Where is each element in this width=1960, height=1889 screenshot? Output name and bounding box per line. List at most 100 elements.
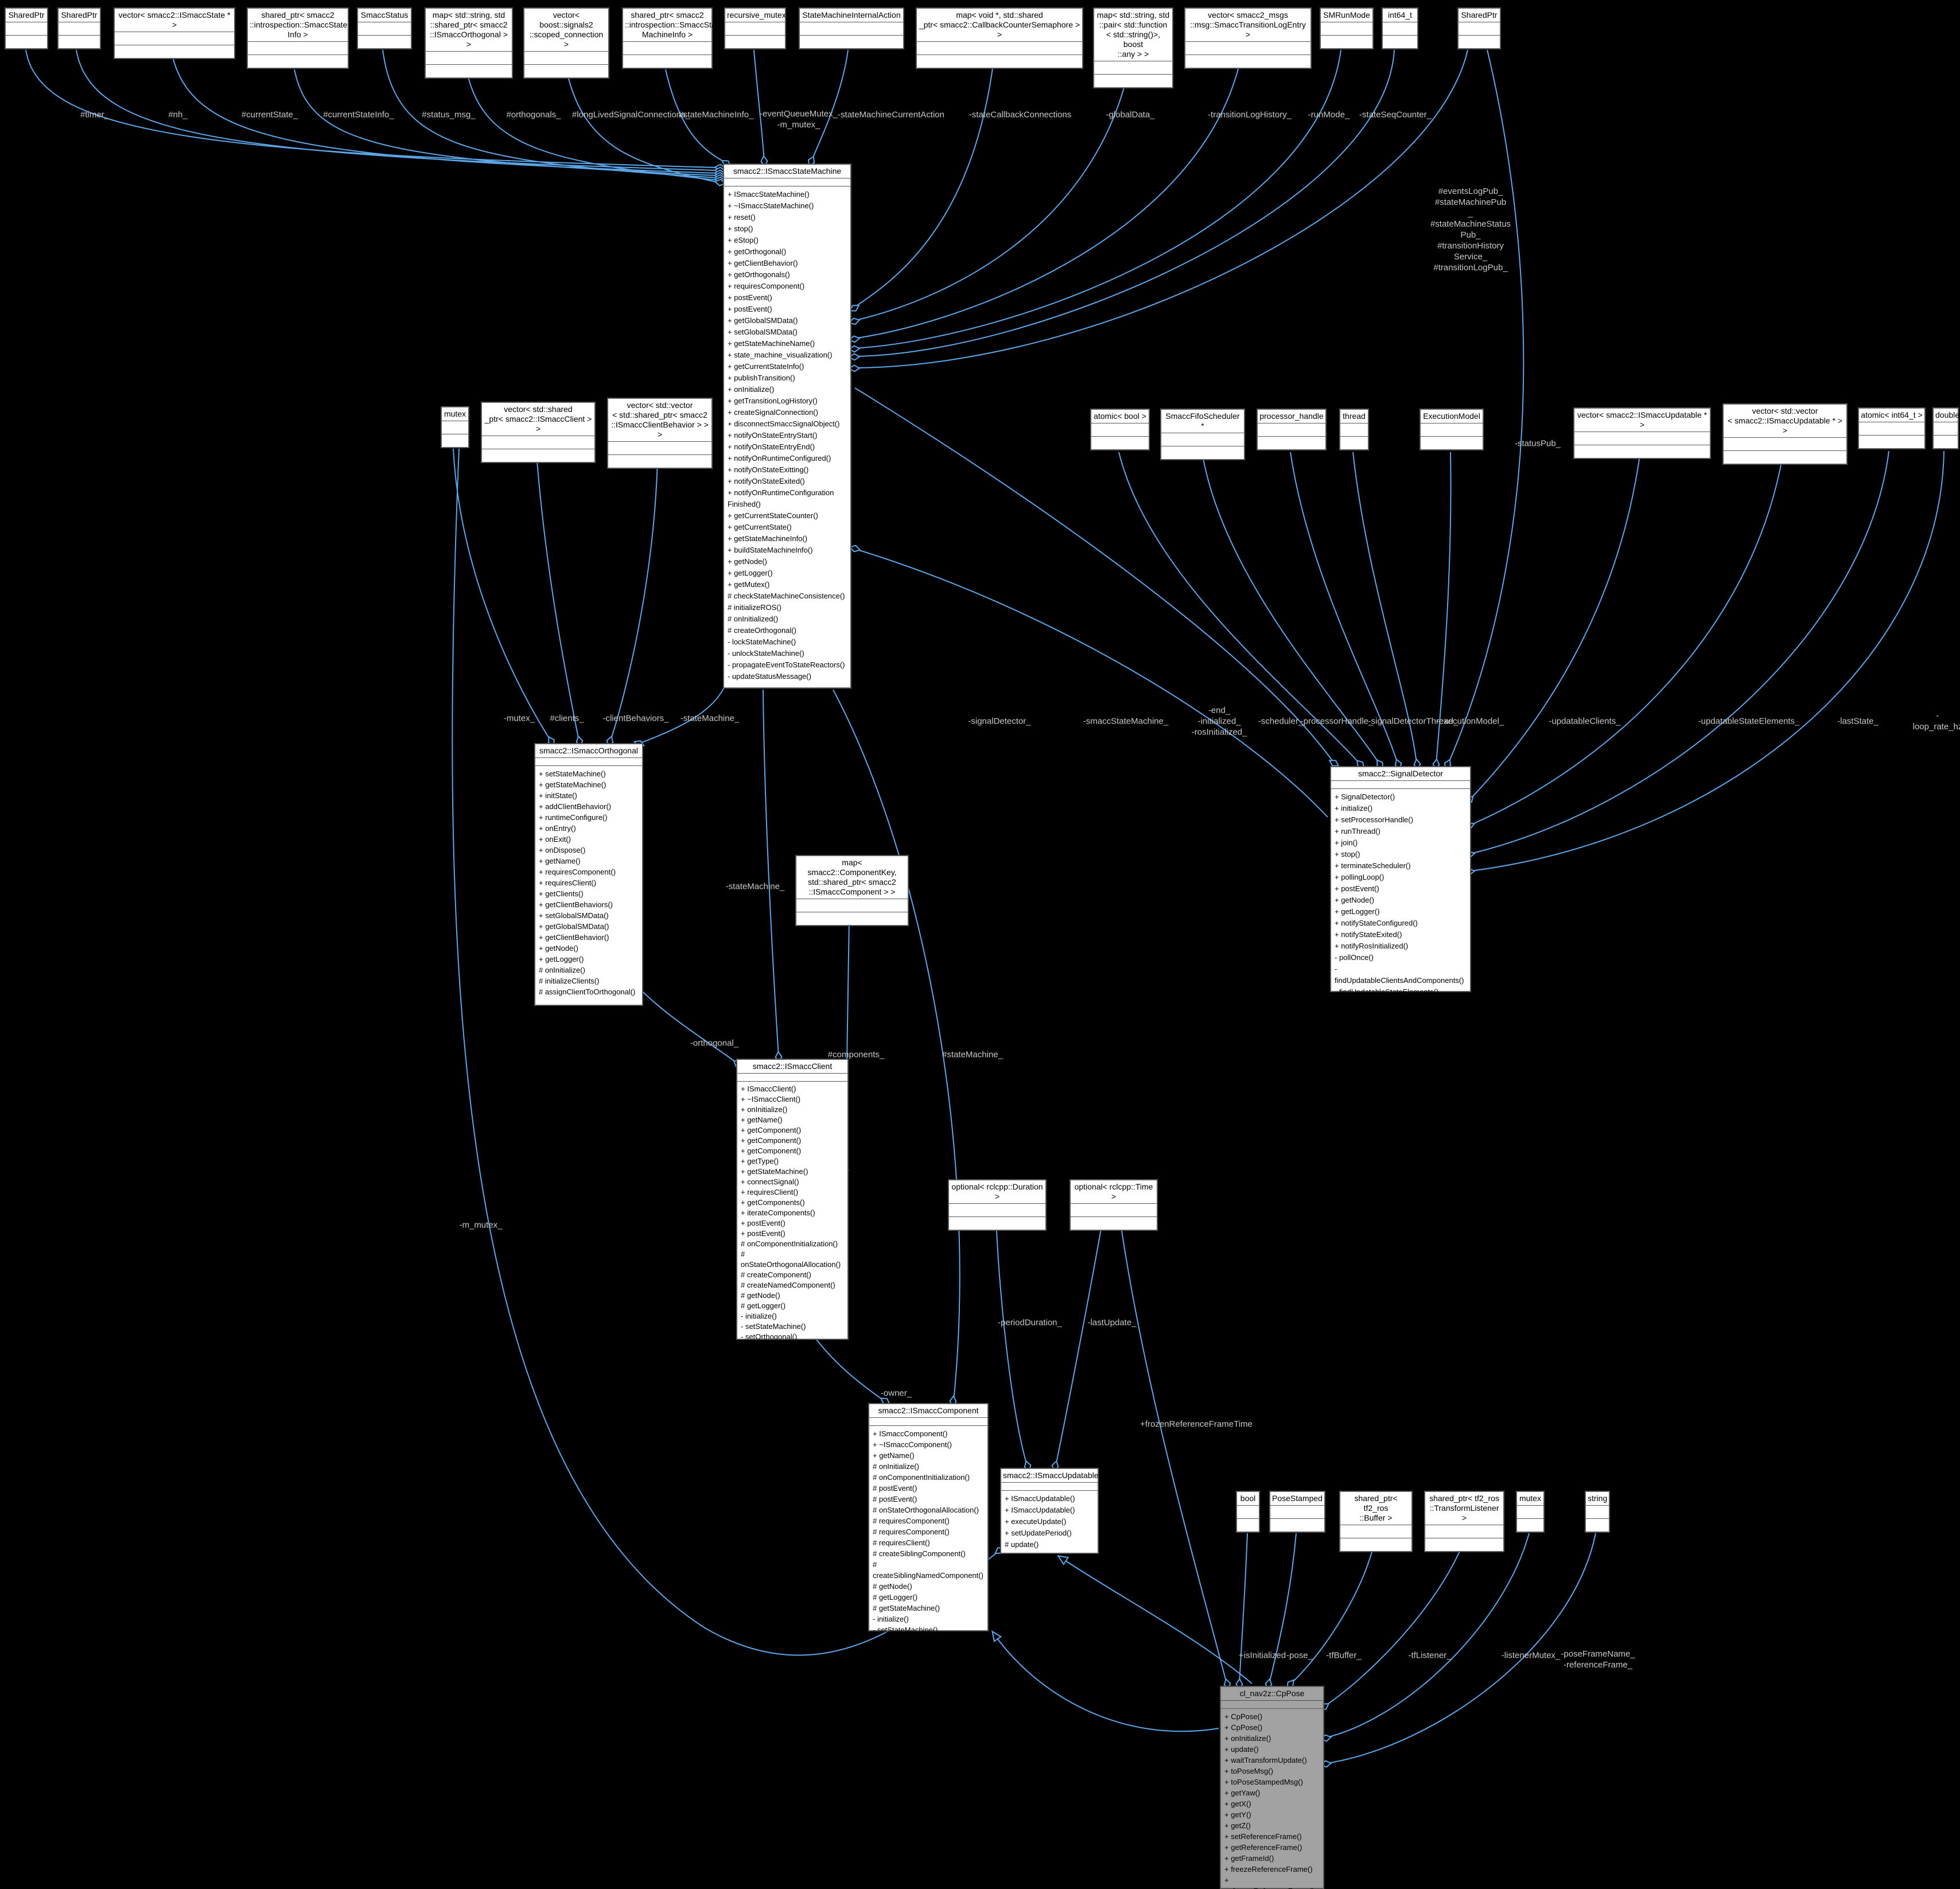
method-row: + ISmaccClient() — [741, 1085, 796, 1093]
method-row: - initialize() — [873, 1615, 909, 1623]
method-row: + requiresComponent() — [728, 282, 805, 290]
class-box-smacc2-ismaccorthogonal[interactable]: smacc2::ISmaccOrthogonal+ setStateMachin… — [534, 743, 643, 1006]
methods-compartment — [1459, 36, 1500, 48]
edge-label: -tfListener_ — [1408, 1650, 1452, 1661]
method-row: + SignalDetector() — [1335, 792, 1395, 801]
class-box-smacc2-signaldetector[interactable]: smacc2::SignalDetector+ SignalDetector()… — [1330, 766, 1471, 996]
attributes-compartment — [1517, 1506, 1543, 1519]
edge-label: -stateMachineCurrentAction — [838, 110, 944, 120]
method-row: + postEvent() — [728, 293, 772, 302]
edge-label: -stateCallbackConnections — [969, 110, 1072, 120]
edge-label: #stateMachineInfo_ — [678, 110, 754, 120]
edge-label: -scheduler_ — [1258, 716, 1304, 726]
class-title: vector< std::vector < std::shared_ptr< s… — [608, 399, 711, 442]
class-box-smacc2-ismaccstatemachine[interactable]: smacc2::ISmaccStateMachine+ ISmaccStateM… — [723, 164, 851, 689]
attributes-compartment — [796, 899, 908, 912]
method-row: # requiresClient() — [873, 1538, 930, 1547]
class-title: SmaccFifoScheduler * — [1161, 410, 1244, 433]
method-row: + getComponents() — [741, 1198, 805, 1207]
method-row: + onEntry() — [539, 824, 576, 833]
class-box-smacc2-ismacccomponent[interactable]: smacc2::ISmaccComponent+ ISmaccComponent… — [868, 1403, 989, 1634]
class-box-mutex-orthogonal: mutex — [441, 406, 469, 448]
class-box-sharedptr-tf2-buffer: shared_ptr< tf2_ros ::Buffer > — [1339, 1491, 1413, 1552]
class-box-smacc2-ismaccupdatable[interactable]: smacc2::ISmaccUpdatable+ ISmaccUpdatable… — [1000, 1468, 1099, 1554]
class-title: SharedPtr — [6, 9, 47, 22]
method-row: + CpPose() — [1224, 1723, 1263, 1732]
class-box-vector-ismaccclient: vector< std::shared _ptr< smacc2::ISmacc… — [481, 402, 596, 463]
attributes-compartment — [1071, 1204, 1157, 1217]
class-title: optional< rclcpp::Time > — [1071, 1180, 1157, 1204]
method-row: + join() — [1335, 838, 1358, 847]
class-box-processor-handle: processor_handle — [1257, 409, 1327, 450]
class-title: bool — [1237, 1492, 1259, 1506]
methods-compartment — [1340, 437, 1368, 449]
class-box-int64-t: int64_t — [1382, 7, 1418, 49]
method-row: + notifyRosInitialized() — [1335, 942, 1409, 950]
attributes-compartment — [1340, 423, 1368, 437]
method-row: + notifyOnStateEntryStart() — [728, 431, 818, 440]
method-row: # createNamedComponent() — [741, 1281, 835, 1289]
method-row: + notifyOnStateEntryEnd() — [728, 442, 815, 451]
class-box-mutex-listener: mutex — [1516, 1491, 1545, 1533]
method-row: + onExit() — [539, 835, 571, 844]
class-box-sharedptr-timer: SharedPtr — [5, 7, 48, 49]
class-box-cl-nav2z-cppose[interactable]: cl_nav2z::CpPose+ CpPose()+ CpPose()+ on… — [1220, 1686, 1324, 1889]
method-row: - lockStateMachine() — [728, 638, 796, 646]
method-row: + notifyStateExited() — [1335, 930, 1402, 939]
method-row: + requiresClient() — [741, 1188, 799, 1196]
methods-compartment — [1258, 437, 1325, 449]
class-box-smacc2-ismaccclient[interactable]: smacc2::ISmaccClient+ ISmaccClient()+ ~I… — [736, 1059, 849, 1341]
attributes-compartment — [1237, 1506, 1259, 1519]
class-title: PoseStamped — [1270, 1492, 1324, 1506]
method-row: + notifyOnStateExited() — [728, 477, 805, 485]
method-row: + onInitialize() — [741, 1105, 788, 1114]
class-title: thread — [1340, 410, 1368, 423]
method-row: # onInitialized() — [728, 615, 779, 623]
edge-label: -smaccStateMachine_ — [1083, 716, 1169, 726]
method-row: # update() — [1005, 1540, 1039, 1549]
method-row: + ~ISmaccComponent() — [873, 1440, 952, 1449]
edge-label: +frozenReferenceFrameTime — [1140, 1419, 1253, 1429]
class-title: mutex — [442, 407, 468, 421]
edge-label: #eventsLogPub_ #stateMachinePub _ #state… — [1430, 186, 1511, 273]
method-row: + getLogger() — [1335, 907, 1380, 916]
method-row: + getZ() — [1224, 1821, 1251, 1830]
attributes-compartment — [6, 22, 47, 36]
class-box-sharedptr-smaccstatemachineinfo: shared_ptr< smacc2 ::introspection::Smac… — [622, 7, 722, 69]
methods-compartment — [1425, 1538, 1503, 1551]
method-row: + unfreezeReferenceFrame() — [1224, 1876, 1315, 1889]
methods-compartment — [1161, 446, 1244, 459]
methods-compartment — [426, 65, 512, 77]
class-title: smacc2::ISmaccOrthogonal — [535, 744, 642, 758]
methods-compartment — [1383, 36, 1417, 48]
class-title: vector< smacc2_msgs ::msg::SmaccTransiti… — [1185, 9, 1310, 42]
method-list: + SignalDetector()+ initialize()+ setPro… — [1331, 789, 1470, 1000]
attributes-compartment — [1421, 423, 1483, 437]
method-row: + getComponent() — [741, 1146, 802, 1155]
edge-label: -m_mutex_ — [459, 1220, 503, 1230]
class-box-vector-vector-ismaccupdatable: vector< std::vector < smacc2::ISmaccUpda… — [1722, 403, 1848, 465]
method-row: + onDispose() — [539, 846, 586, 854]
edge-label: -orthogonal_ — [690, 1038, 739, 1048]
class-title: recursive_mutex — [725, 9, 786, 22]
method-row: + postEvent() — [741, 1229, 785, 1238]
method-row: + getReferenceFrame() — [1224, 1843, 1302, 1852]
method-row: # onComponentInitialization() — [873, 1473, 970, 1482]
class-title: ExecutionModel — [1421, 410, 1483, 423]
attributes-compartment — [1340, 1525, 1411, 1538]
method-row: + getClients() — [539, 889, 584, 898]
method-row: + getYaw() — [1224, 1789, 1261, 1797]
methods-compartment — [1321, 36, 1372, 48]
method-row: + connectSignal() — [741, 1177, 799, 1186]
method-row: + toPoseStampedMsg() — [1224, 1778, 1303, 1786]
method-row: # requiresComponent() — [873, 1527, 950, 1536]
attributes-compartment — [1258, 423, 1325, 437]
class-box-smaccstatus: SmaccStatus — [357, 7, 412, 49]
methods-compartment — [358, 36, 411, 48]
method-row: - findUpdatableStateElements() — [1335, 988, 1439, 996]
methods-compartment — [725, 36, 785, 48]
attributes-compartment — [1459, 22, 1500, 36]
class-box-smrunmode: SMRunMode — [1320, 7, 1374, 49]
methods-compartment — [1421, 437, 1483, 449]
edge-label: -updatableClients_ — [1549, 716, 1621, 726]
